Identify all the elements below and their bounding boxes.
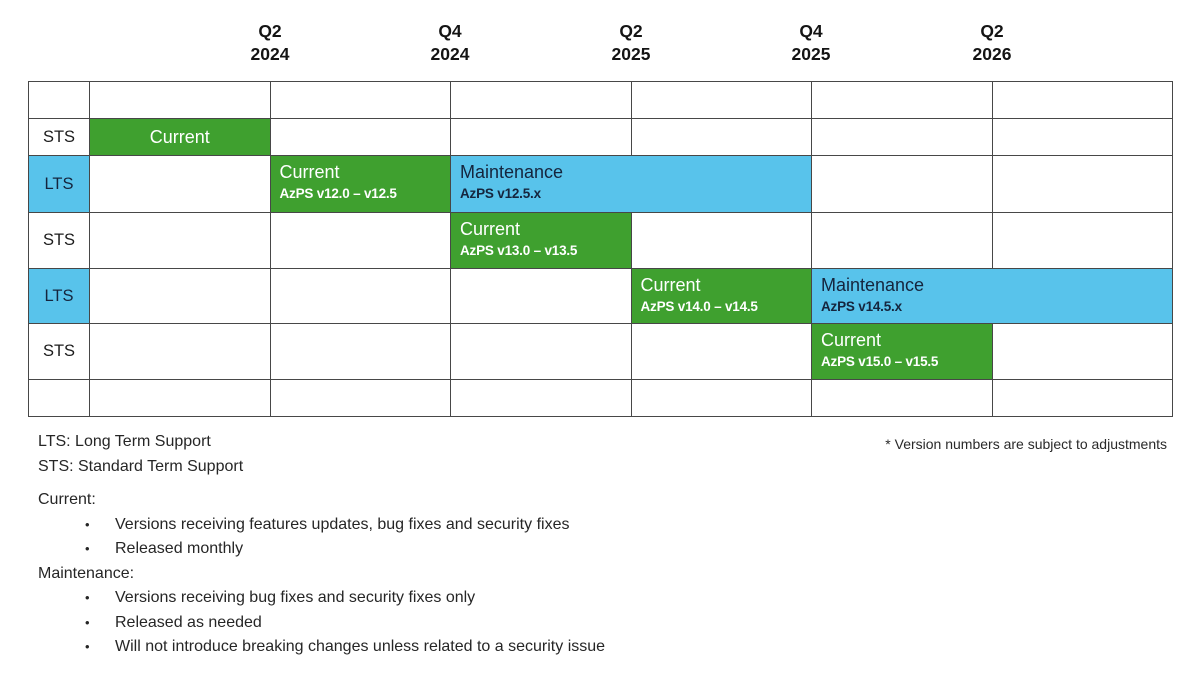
grid-cell bbox=[631, 213, 811, 268]
row-label-empty-bottom bbox=[29, 380, 89, 416]
tick-quarter: Q2 bbox=[619, 21, 643, 41]
row-label-sts-1: STS bbox=[29, 119, 89, 155]
grid-cell bbox=[270, 119, 450, 155]
tick-quarter: Q2 bbox=[258, 21, 282, 41]
tick-year: 2025 bbox=[611, 44, 651, 64]
phase-versions: AzPS v14.5.x bbox=[821, 299, 902, 314]
grid-cell bbox=[451, 119, 631, 155]
grid-cell bbox=[992, 156, 1172, 212]
phase-block-maintenance-v12: Maintenance AzPS v12.5.x bbox=[451, 156, 811, 212]
tick-quarter: Q2 bbox=[980, 21, 1004, 41]
phase-block-current-v12: Current AzPS v12.0 – v12.5 bbox=[270, 156, 450, 212]
grid-cell bbox=[992, 324, 1172, 379]
grid-cell bbox=[451, 380, 631, 416]
phase-block-current-v14: Current AzPS v14.0 – v14.5 bbox=[631, 269, 811, 323]
legend-bullet: • Versions receiving features updates, b… bbox=[38, 513, 605, 538]
grid-cell bbox=[812, 119, 992, 155]
phase-versions: AzPS v14.0 – v14.5 bbox=[640, 299, 758, 314]
grid-cell bbox=[451, 269, 631, 323]
phase-block-maintenance-v14: Maintenance AzPS v14.5.x bbox=[812, 269, 1172, 323]
legend-bullet-text: Released as needed bbox=[115, 613, 262, 631]
legend-sections: Current: • Versions receiving features u… bbox=[38, 488, 605, 660]
grid-cell bbox=[90, 156, 270, 212]
phase-state: Current bbox=[821, 330, 882, 350]
grid-cell bbox=[992, 119, 1172, 155]
grid-cell bbox=[992, 213, 1172, 268]
legend-bullet: • Released monthly bbox=[38, 537, 605, 562]
legend-bullet: • Versions receiving bug fixes and secur… bbox=[38, 586, 605, 611]
quarter-tick: Q4 2025 bbox=[756, 20, 866, 66]
grid-cell bbox=[812, 213, 992, 268]
tick-year: 2025 bbox=[791, 44, 831, 64]
grid-cell bbox=[451, 324, 631, 379]
phase-state: Current bbox=[640, 275, 701, 295]
phase-block-current-initial: Current bbox=[90, 119, 270, 155]
quarter-tick: Q2 2025 bbox=[576, 20, 686, 66]
grid-cell bbox=[812, 82, 992, 118]
legend-abbreviations: LTS: Long Term Support STS: Standard Ter… bbox=[38, 430, 605, 479]
quarter-tick: Q2 2024 bbox=[215, 20, 325, 66]
row-label-empty-top bbox=[29, 82, 89, 118]
grid-cell bbox=[631, 82, 811, 118]
legend: LTS: Long Term Support STS: Standard Ter… bbox=[38, 430, 605, 660]
grid-cell bbox=[270, 324, 450, 379]
bullet-icon: • bbox=[85, 639, 90, 654]
grid-cell bbox=[270, 269, 450, 323]
row-label-lts-1: LTS bbox=[29, 156, 89, 212]
grid-cell bbox=[812, 156, 992, 212]
grid-cell bbox=[812, 380, 992, 416]
grid-cell bbox=[631, 119, 811, 155]
grid-cell bbox=[992, 380, 1172, 416]
legend-bullet-text: Will not introduce breaking changes unle… bbox=[115, 638, 606, 655]
grid-cell bbox=[631, 324, 811, 379]
legend-bullet-text: Versions receiving features updates, bug… bbox=[115, 515, 570, 533]
row-label-lts-2: LTS bbox=[29, 269, 89, 323]
legend-bullet: • Will not introduce breaking changes un… bbox=[38, 635, 605, 660]
bullet-icon: • bbox=[85, 541, 90, 556]
grid-cell bbox=[270, 380, 450, 416]
legend-sts-definition: STS: Standard Term Support bbox=[38, 457, 244, 475]
phase-versions: AzPS v15.0 – v15.5 bbox=[821, 354, 939, 369]
phase-state: Current bbox=[279, 162, 340, 182]
grid-cell bbox=[270, 213, 450, 268]
bullet-icon: • bbox=[85, 516, 90, 532]
quarter-tick: Q4 2024 bbox=[395, 20, 505, 66]
phase-versions: AzPS v12.5.x bbox=[460, 186, 541, 201]
tick-year: 2024 bbox=[250, 44, 290, 64]
legend-maintenance-title: Maintenance: bbox=[38, 564, 135, 582]
grid-cell bbox=[992, 82, 1172, 118]
phase-block-current-v15: Current AzPS v15.0 – v15.5 bbox=[812, 324, 992, 379]
footnote: * Version numbers are subject to adjustm… bbox=[885, 436, 1167, 452]
grid-cell bbox=[90, 380, 270, 416]
phase-state: Maintenance bbox=[460, 162, 564, 182]
grid-cell bbox=[90, 82, 270, 118]
grid-cell bbox=[90, 269, 270, 323]
phase-state: Current bbox=[149, 126, 210, 147]
bullet-icon: • bbox=[85, 614, 90, 630]
phase-block-current-v13: Current AzPS v13.0 – v13.5 bbox=[451, 213, 631, 268]
tick-quarter: Q4 bbox=[438, 21, 462, 41]
grid-cell bbox=[270, 82, 450, 118]
row-label-sts-3: STS bbox=[29, 324, 89, 379]
support-grid: STS Current LTS Current AzPS v12.0 – v12… bbox=[28, 81, 1173, 417]
tick-year: 2026 bbox=[972, 44, 1012, 64]
legend-bullet-text: Versions receiving bug fixes and securit… bbox=[115, 589, 476, 606]
phase-versions: AzPS v12.0 – v12.5 bbox=[279, 186, 397, 201]
bullet-icon: • bbox=[85, 590, 90, 605]
tick-quarter: Q4 bbox=[799, 21, 823, 41]
grid-cell bbox=[631, 380, 811, 416]
legend-current-title: Current: bbox=[38, 491, 96, 508]
legend-lts-definition: LTS: Long Term Support bbox=[38, 433, 211, 450]
phase-state: Current bbox=[460, 219, 521, 239]
grid-cell bbox=[90, 324, 270, 379]
tick-year: 2024 bbox=[430, 44, 470, 64]
quarter-tick: Q2 2026 bbox=[937, 20, 1047, 66]
row-label-sts-2: STS bbox=[29, 213, 89, 268]
grid-cell bbox=[90, 213, 270, 268]
legend-bullet: • Released as needed bbox=[38, 611, 605, 636]
legend-bullet-text: Released monthly bbox=[115, 540, 244, 557]
phase-versions: AzPS v13.0 – v13.5 bbox=[460, 243, 578, 258]
phase-state: Maintenance bbox=[821, 275, 925, 295]
grid-cell bbox=[451, 82, 631, 118]
